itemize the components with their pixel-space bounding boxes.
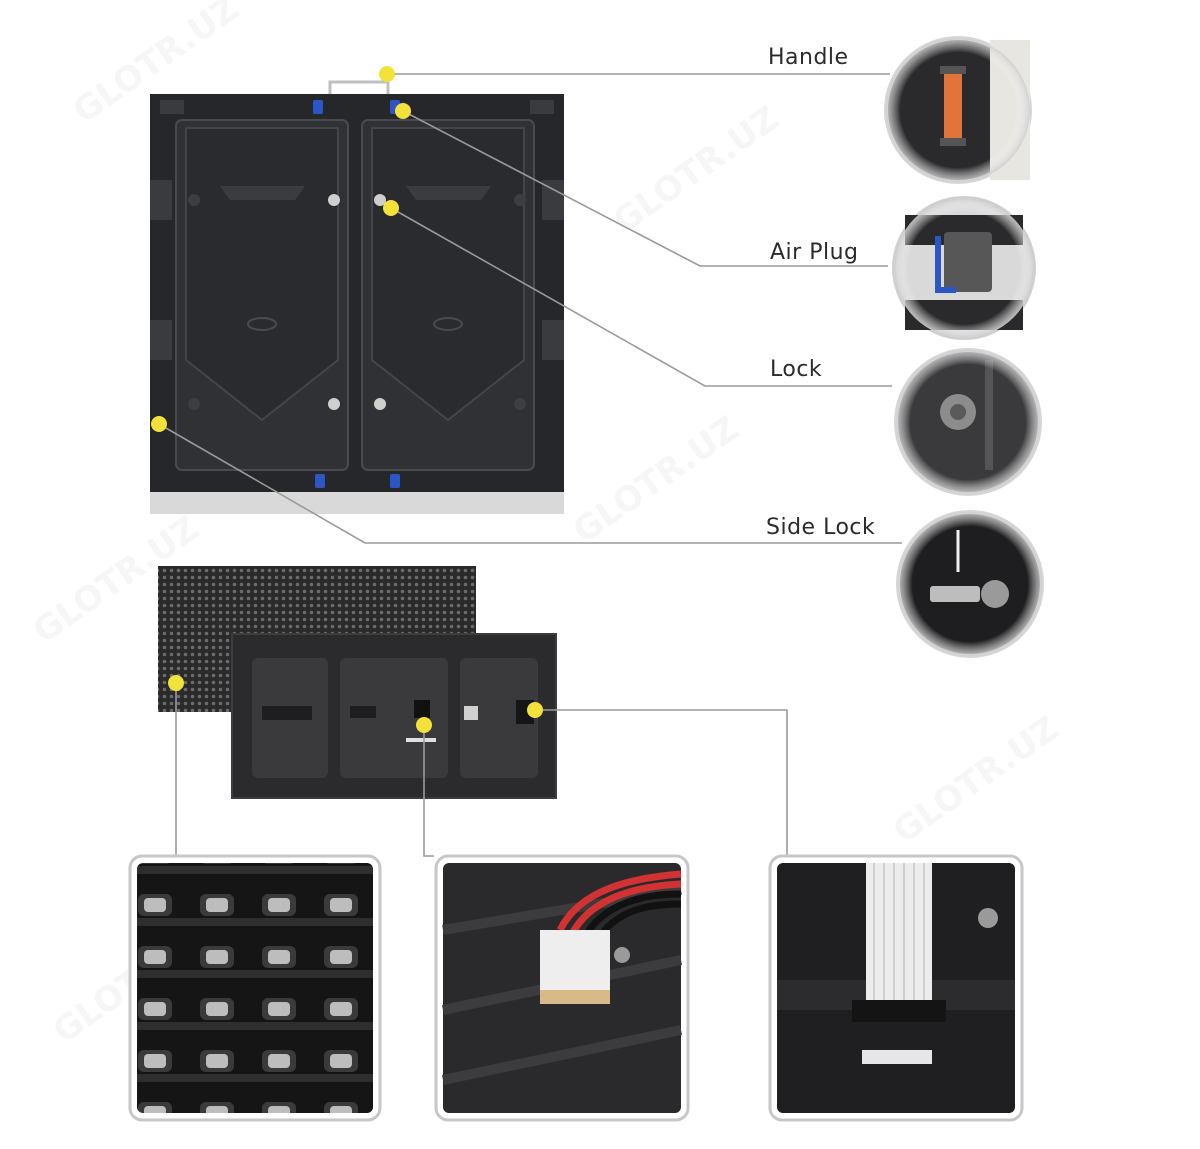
cabinet-back [150, 80, 564, 514]
air-plug-top-left [313, 100, 323, 114]
marker-led-face [168, 675, 184, 691]
marker-side-lock [151, 416, 167, 432]
air-plug-bottom-right [390, 474, 400, 488]
air-plug-label: Air Plug [770, 240, 859, 265]
side-lock-label: Side Lock [766, 515, 876, 540]
lock-detail-inset [894, 348, 1042, 496]
leader-lines [158, 73, 902, 857]
marker-handle [379, 66, 395, 82]
marker-data-connector [527, 702, 543, 718]
air-plug-bottom-left [315, 474, 325, 488]
power-connector-closeup-panel [434, 854, 690, 1122]
side-lock-detail-inset [896, 510, 1044, 658]
air-plug-detail-inset [892, 196, 1036, 340]
power-connector [414, 700, 430, 718]
marker-power-connector [416, 717, 432, 733]
marker-lock [383, 200, 399, 216]
handle-detail-inset [884, 36, 1032, 184]
marker-dots [151, 66, 543, 733]
led-module [158, 566, 557, 799]
led-closeup-panel [128, 854, 382, 1122]
handle-label: Handle [768, 45, 849, 70]
marker-air-plug [395, 103, 411, 119]
data-connector-closeup-panel [768, 854, 1024, 1122]
lock-label: Lock [770, 357, 823, 382]
